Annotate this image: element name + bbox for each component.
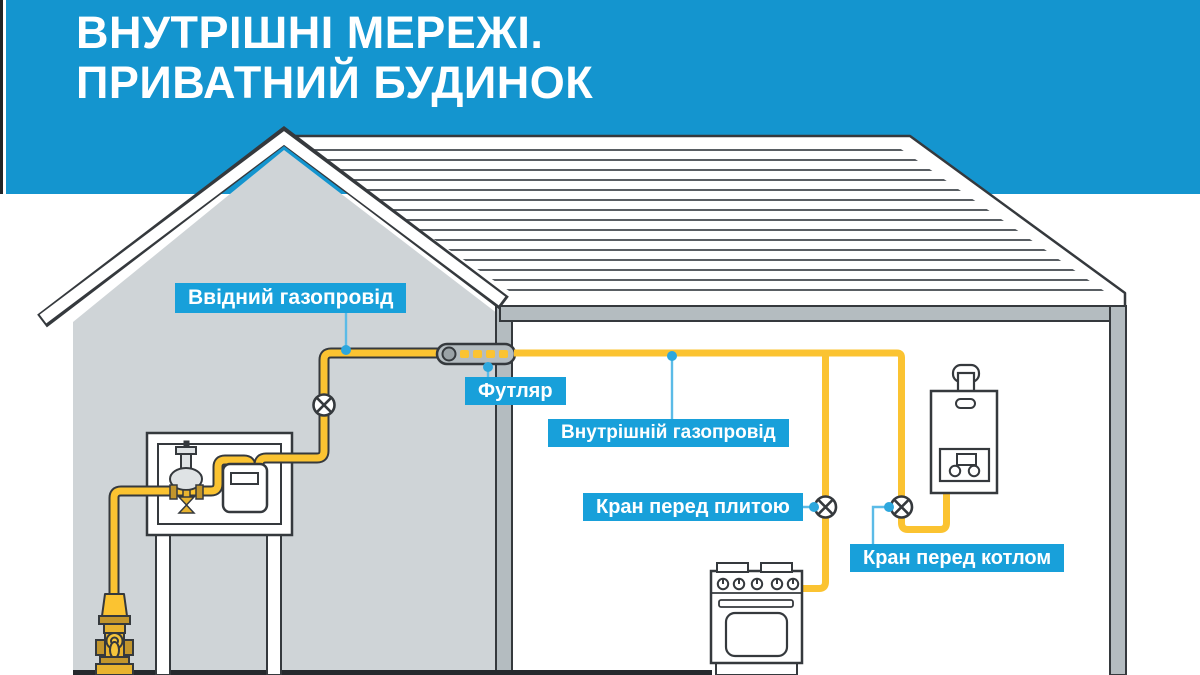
- service-valve-icon: [95, 615, 134, 675]
- ceiling-band: [499, 305, 1127, 322]
- label-sleeve: Футляр: [465, 377, 566, 405]
- label-inlet-pipeline: Ввідний газопровід: [175, 283, 407, 313]
- title-line-1: ВНУТРІШНІ МЕРЕЖІ.: [76, 7, 544, 58]
- roof: [37, 125, 1127, 328]
- internal-gas-pipe: [514, 349, 950, 592]
- gas-meter-icon: [221, 462, 269, 514]
- inlet-shutoff-valve-icon: [312, 393, 336, 417]
- gable-wall: [73, 150, 512, 675]
- title-line-2: ПРИВАТНИЙ БУДИНОК: [76, 56, 594, 108]
- boiler-shutoff-valve-icon: [889, 495, 914, 519]
- stove-icon: [709, 562, 804, 675]
- page-title: ВНУТРІШНІ МЕРЕЖІ.ПРИВАТНИЙ БУДИНОК: [76, 8, 593, 108]
- boiler-icon: [929, 363, 999, 495]
- leader-dots: [341, 345, 894, 512]
- sleeve-icon: [435, 342, 517, 366]
- pressure-regulator-icon: [169, 440, 204, 514]
- label-valve-before-boiler: Кран перед котлом: [850, 544, 1065, 572]
- inlet-gas-pipe: [101, 347, 442, 617]
- ground-strip: [73, 670, 712, 675]
- stove-shutoff-valve-icon: [813, 495, 838, 519]
- label-valve-before-stove: Кран перед плитою: [583, 493, 803, 521]
- right-wall-band: [1109, 305, 1127, 675]
- left-edge-strip: [0, 0, 3, 194]
- label-internal-pipeline: Внутрішній газопровід: [548, 419, 789, 447]
